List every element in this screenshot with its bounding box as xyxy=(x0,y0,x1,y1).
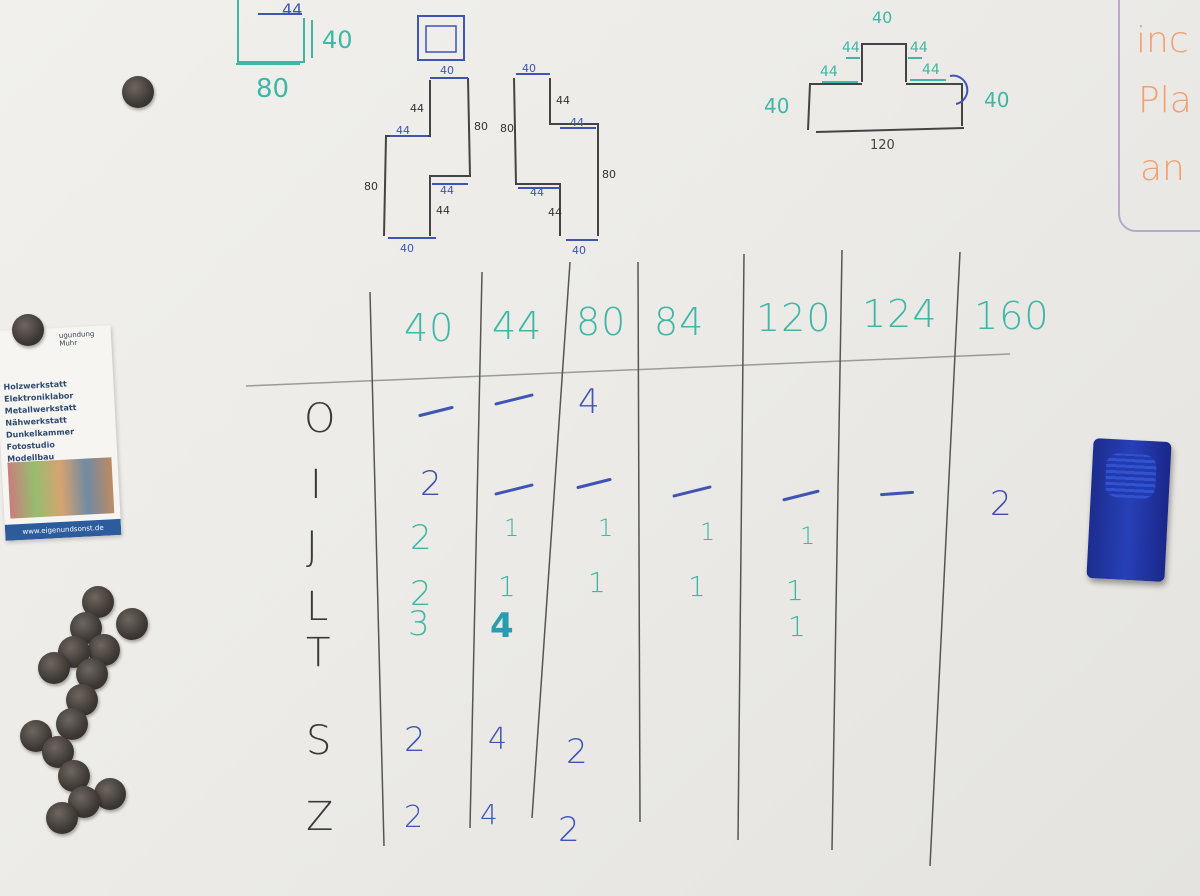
row-label: O xyxy=(304,396,336,442)
row-label: I xyxy=(310,462,322,508)
table-cell: 3 xyxy=(408,604,430,644)
row-label: T xyxy=(306,630,331,676)
table-cell: 1 xyxy=(688,570,706,603)
sketch-label: 40 xyxy=(400,242,414,255)
table-cell: 1 xyxy=(598,514,614,542)
table-cell: 1 xyxy=(800,522,816,550)
table-cell: 1 xyxy=(498,570,516,603)
column-header: 80 xyxy=(576,300,627,344)
table-cell: 1 xyxy=(504,514,520,542)
sketch-label: 44 xyxy=(842,40,860,56)
orange-note-frame xyxy=(1118,0,1200,232)
sketch-label: 44 xyxy=(436,204,450,217)
flyer-line: Nähwerkstatt xyxy=(5,415,68,428)
sketch-label: 80 xyxy=(500,122,514,135)
table-cell: 2 xyxy=(404,720,426,760)
sketch-label: 44 xyxy=(396,124,410,137)
orange-note-line: inc xyxy=(1136,20,1189,61)
sketch-label: 40 xyxy=(572,244,586,257)
sketch-label: 80 xyxy=(256,74,290,104)
magnet[interactable] xyxy=(38,652,70,684)
sketch-label: 80 xyxy=(602,168,616,181)
table-cell: 1 xyxy=(700,518,716,546)
row-label: S xyxy=(306,718,332,764)
table-cell: 4 xyxy=(490,606,514,646)
magnet[interactable] xyxy=(116,608,148,640)
sketch-label: 44 xyxy=(820,64,838,80)
magnet[interactable] xyxy=(122,76,154,108)
sketch-label: 80 xyxy=(364,180,378,193)
magnet[interactable] xyxy=(46,802,78,834)
orange-note-line: Pla xyxy=(1138,80,1192,121)
table-cell: 4 xyxy=(488,722,508,757)
sketch-label: 40 xyxy=(764,94,790,118)
table-cell: 1 xyxy=(588,566,606,599)
table-cell: 4 xyxy=(578,382,600,422)
table-cell: 2 xyxy=(558,810,580,850)
table-cell: 2 xyxy=(410,574,432,614)
whiteboard-eraser[interactable] xyxy=(1086,438,1172,582)
sketch-label: 40 xyxy=(440,64,454,77)
workshop-flyer: ugundung Muhr Holzwerkstatt Elektronikla… xyxy=(0,325,122,541)
magnet[interactable] xyxy=(56,708,88,740)
flyer-line: Metallwerkstatt xyxy=(4,403,77,416)
sketch-label: 44 xyxy=(530,186,544,199)
flyer-photos xyxy=(7,457,115,519)
sketch-label: 40 xyxy=(322,26,353,54)
top-left-sketch xyxy=(236,0,969,241)
table-cell: 2 xyxy=(990,484,1012,524)
flyer-line: Fotostudio xyxy=(6,440,56,452)
column-header: 44 xyxy=(492,304,543,348)
sketch-label: 40 xyxy=(872,8,893,27)
flyer-title: ugundung Muhr xyxy=(58,329,95,348)
table-cell: 2 xyxy=(566,732,588,772)
row-label: L xyxy=(306,584,329,630)
magnet[interactable] xyxy=(12,314,44,346)
sketch-label: 44 xyxy=(410,102,424,115)
sketch-label: 44 xyxy=(440,184,454,197)
flyer-line: Holzwerkstatt xyxy=(3,379,67,392)
column-header: 84 xyxy=(654,300,705,344)
sketch-label: 44 xyxy=(556,94,570,107)
table-cell: 2 xyxy=(410,518,432,558)
orange-note-line: an xyxy=(1140,148,1185,189)
sketch-label: 44 xyxy=(570,116,584,129)
column-header: 120 xyxy=(756,296,832,340)
column-header: 124 xyxy=(862,292,938,336)
sketch-label: 44 xyxy=(282,0,303,19)
sketch-label: 44 xyxy=(910,40,928,56)
table-cell: 2 xyxy=(420,464,442,504)
row-label: Z xyxy=(306,794,334,840)
sketch-label: 80 xyxy=(474,120,488,133)
sketch-label: 44 xyxy=(548,206,562,219)
column-header: 40 xyxy=(404,306,455,350)
flyer-line: Dunkelkammer xyxy=(5,427,75,440)
table-cell: 2 xyxy=(404,800,424,835)
sketch-label: 44 xyxy=(922,62,940,78)
eraser-grip xyxy=(1104,452,1157,500)
row-label: J xyxy=(306,524,318,570)
sketch-label: 120 xyxy=(870,138,895,153)
table-cell: 1 xyxy=(786,574,804,607)
column-header: 160 xyxy=(974,294,1050,338)
sketch-label: 40 xyxy=(984,88,1010,112)
flyer-line: Elektroniklabor xyxy=(3,391,74,404)
table-cell: 4 xyxy=(480,798,498,831)
sketch-label: 40 xyxy=(522,62,536,75)
table-cell: 1 xyxy=(788,610,806,643)
